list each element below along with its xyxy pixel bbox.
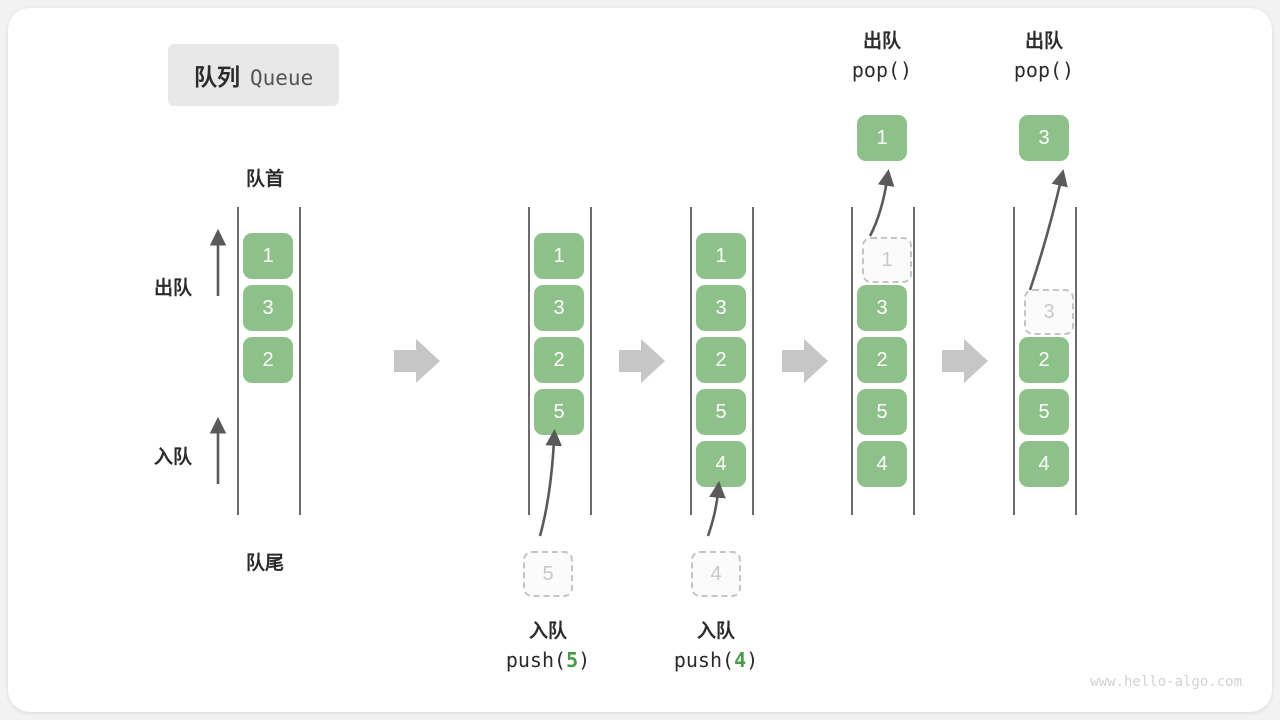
operation-label-push-4: 入队 push(4) [616, 620, 816, 675]
label-enqueue-direction: 入队 [154, 447, 193, 468]
queue-rail-left-2 [528, 207, 530, 515]
title-chinese: 队列 [194, 64, 240, 90]
queue-cell: 2 [1019, 337, 1069, 383]
queue-cell: 5 [857, 389, 907, 435]
queue-rail-right-5 [1075, 207, 1077, 515]
queue-rail-right-2 [590, 207, 592, 515]
pop-label-cn: 出队 [1024, 31, 1063, 52]
queue-cell: 1 [243, 233, 293, 279]
queue-cell: 3 [857, 285, 907, 331]
step-arrow-icon [942, 339, 988, 383]
diagram-card: 队列 Queue 队首 队尾 出队 入队 1 3 2 1 3 2 5 5 入队 … [8, 8, 1272, 712]
arrow-overlay [209, 168, 1068, 537]
ghost-cell-push: 5 [523, 551, 573, 597]
ghost-cell-push: 4 [691, 551, 741, 597]
queue-cell: 2 [243, 337, 293, 383]
queue-rail-left-3 [690, 207, 692, 515]
queue-cell: 3 [696, 285, 746, 331]
push-arrow-4 [706, 480, 726, 537]
step-arrow-icon [619, 339, 665, 383]
queue-cell: 3 [534, 285, 584, 331]
push-label-code: push(4) [673, 647, 759, 672]
diagram-stage: 队列 Queue 队首 队尾 出队 入队 1 3 2 1 3 2 5 5 入队 … [8, 8, 1272, 712]
queue-cell: 5 [1019, 389, 1069, 435]
push-label-cn: 入队 [528, 621, 567, 642]
queue-rail-left-1 [237, 207, 239, 515]
pop-arrow-3 [1028, 169, 1068, 291]
ghost-cell-pop: 1 [862, 237, 912, 283]
popped-cell: 3 [1019, 115, 1069, 161]
queue-rail-left-4 [851, 207, 853, 515]
queue-cell: 5 [696, 389, 746, 435]
queue-cell: 1 [696, 233, 746, 279]
queue-cell: 2 [534, 337, 584, 383]
push-label-code: push(5) [505, 647, 591, 672]
queue-rail-right-3 [752, 207, 754, 515]
operation-label-pop-3: 出队 pop() [974, 30, 1114, 85]
diagram-title-badge: 队列 Queue [168, 44, 340, 106]
queue-cell: 2 [857, 337, 907, 383]
pop-label-code: pop() [851, 57, 913, 82]
queue-cell: 4 [857, 441, 907, 487]
queue-cell: 2 [696, 337, 746, 383]
label-queue-tail: 队尾 [246, 553, 285, 574]
queue-cell: 4 [1019, 441, 1069, 487]
watermark: www.hello-algo.com [1090, 674, 1242, 690]
operation-label-push-5: 入队 push(5) [448, 620, 648, 675]
queue-rail-right-4 [913, 207, 915, 515]
ghost-cell-pop: 3 [1024, 289, 1074, 335]
queue-cell: 1 [534, 233, 584, 279]
queue-cell: 3 [243, 285, 293, 331]
step-arrow-icon [394, 339, 440, 383]
queue-cell: 4 [696, 441, 746, 487]
queue-rail-right-1 [299, 207, 301, 515]
operation-label-pop-1: 出队 pop() [812, 30, 952, 85]
queue-rail-left-5 [1013, 207, 1015, 515]
label-queue-head: 队首 [246, 169, 285, 190]
step-arrow-icon [782, 339, 828, 383]
push-arrow-5 [538, 428, 563, 537]
push-label-cn: 入队 [696, 621, 735, 642]
title-english: Queue [250, 66, 314, 90]
popped-cell: 1 [857, 115, 907, 161]
pop-arrow-1 [868, 168, 895, 237]
pop-label-cn: 出队 [862, 31, 901, 52]
label-dequeue-direction: 出队 [154, 278, 193, 299]
queue-cell: 5 [534, 389, 584, 435]
pop-label-code: pop() [1013, 57, 1075, 82]
